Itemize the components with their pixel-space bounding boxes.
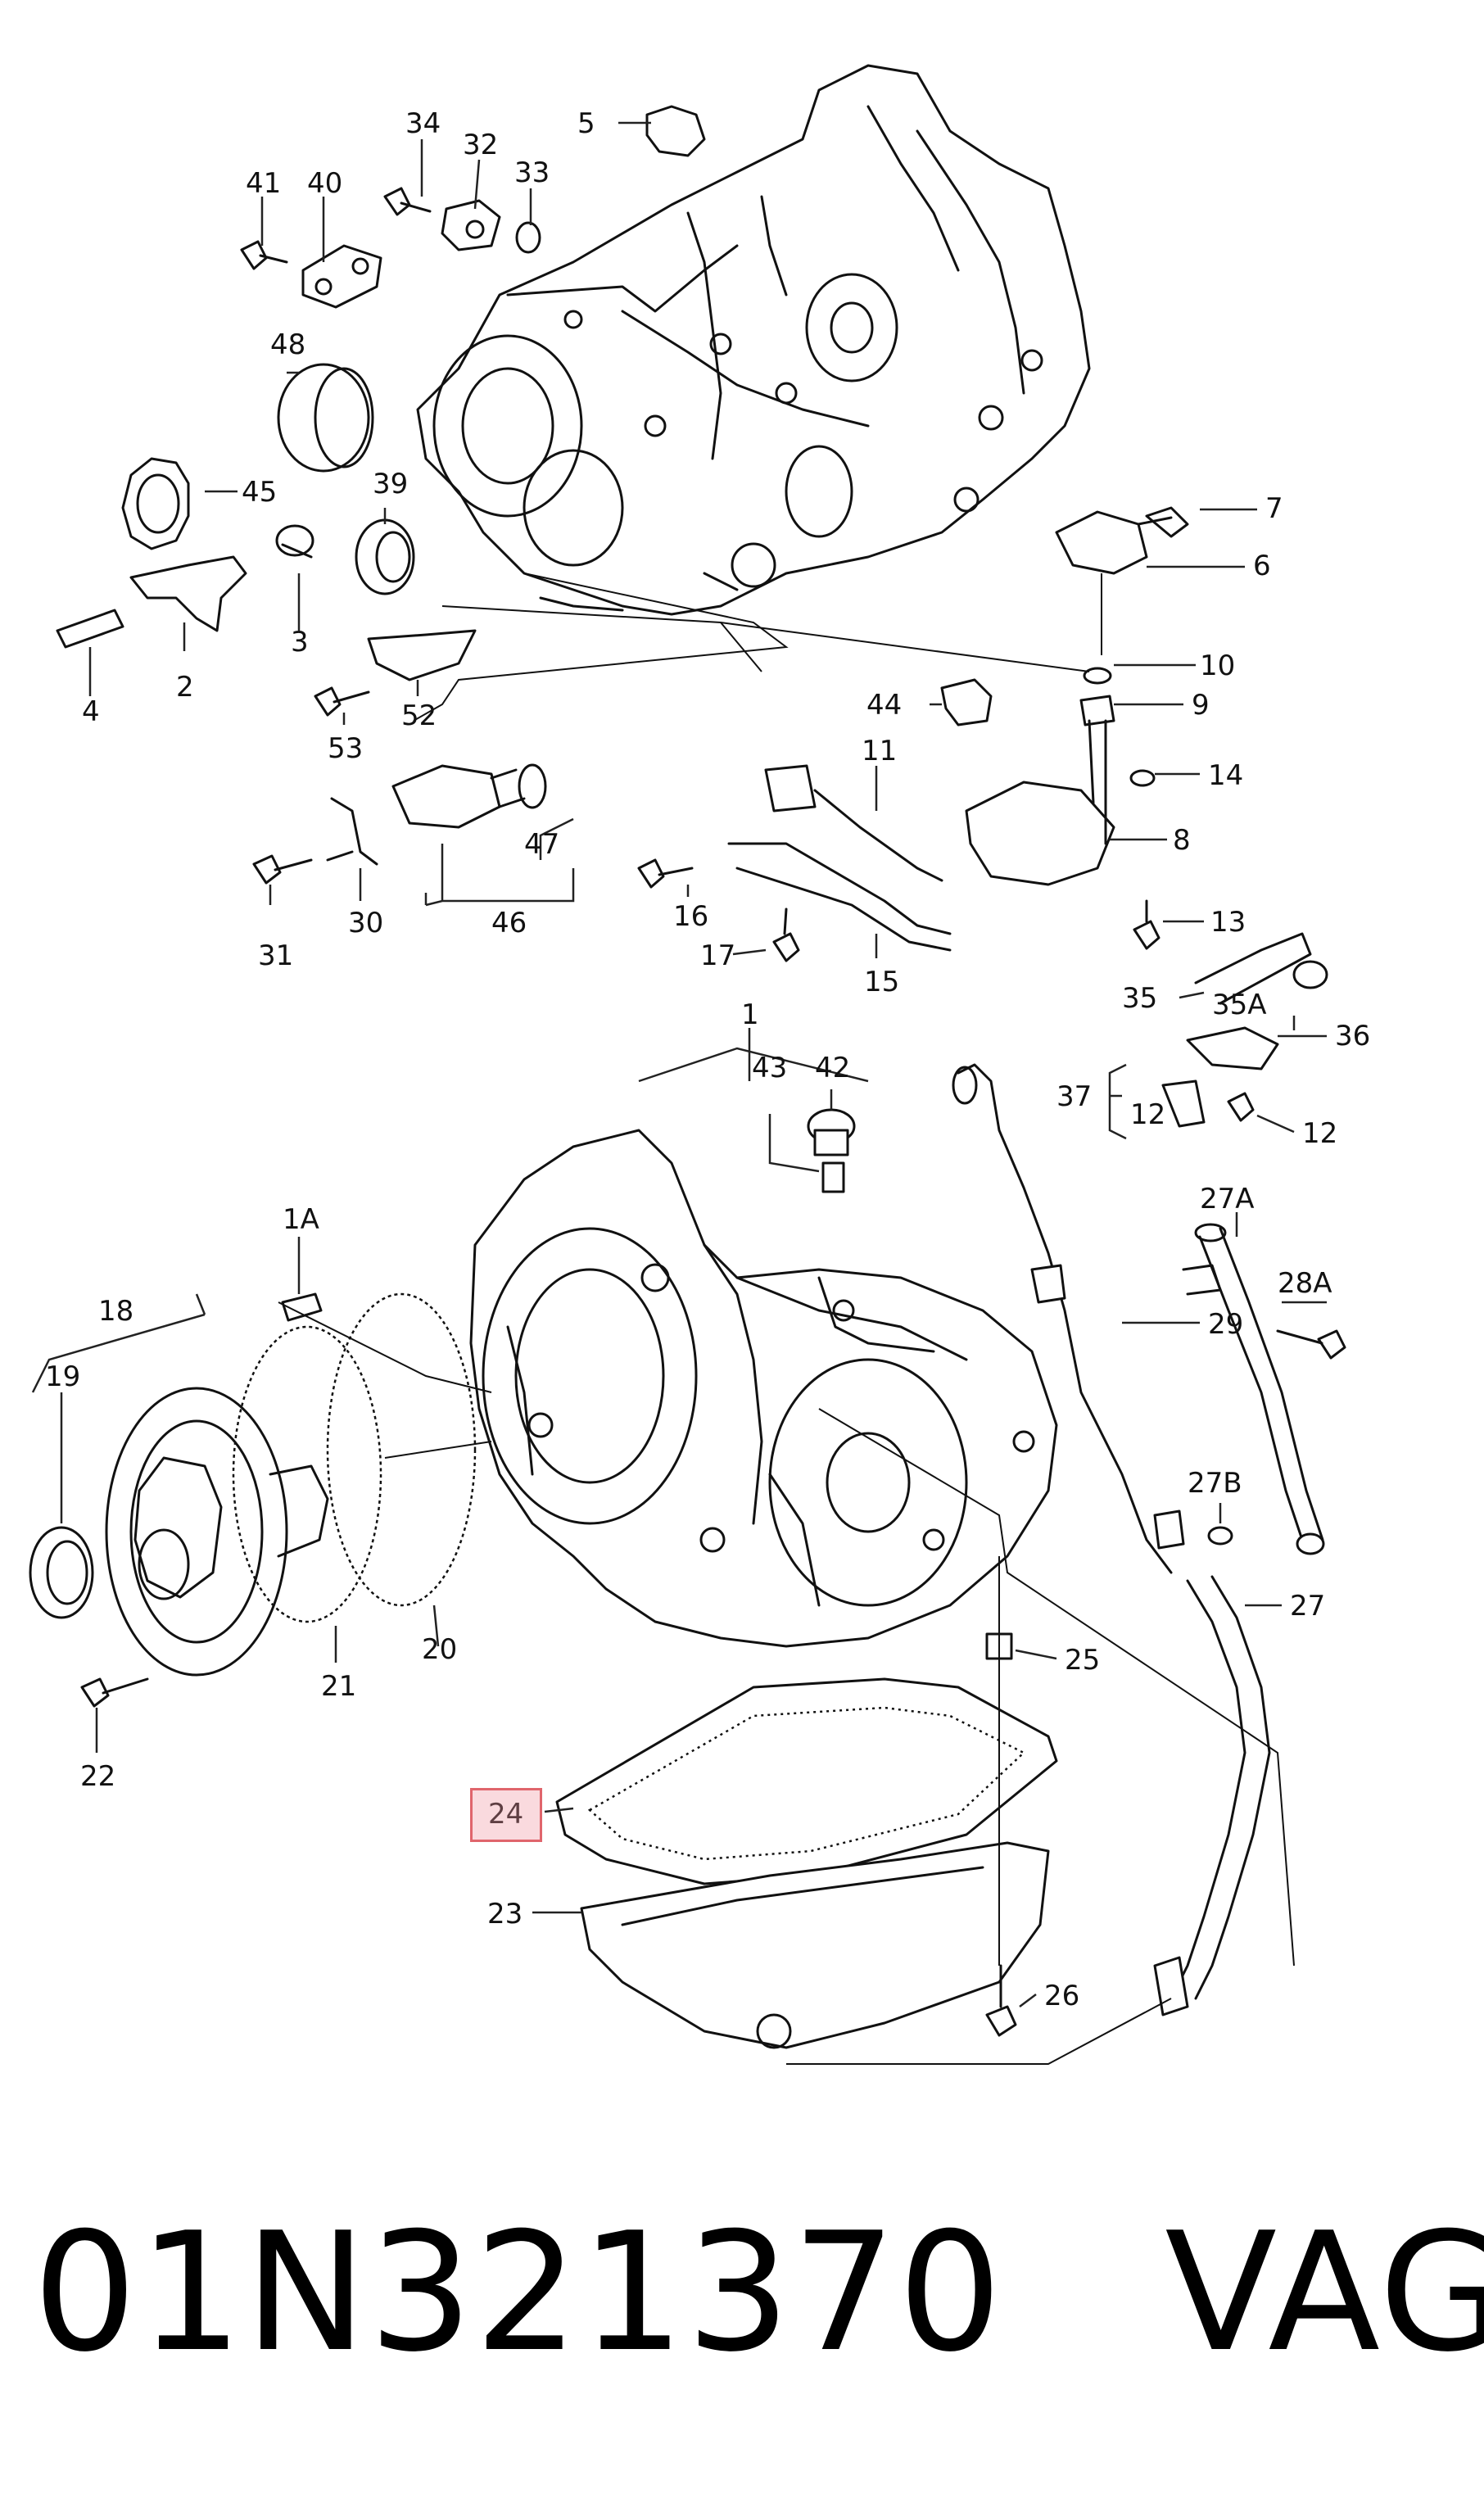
lower-transmission-housing bbox=[281, 1108, 1058, 1648]
label-6[interactable]: 6 bbox=[1253, 550, 1271, 582]
oil-pump-assembly bbox=[29, 1292, 477, 1708]
part-number-footer: 01N321370 VAG bbox=[33, 2211, 1484, 2375]
brand-name: VAG bbox=[1165, 2197, 1484, 2388]
label-27A[interactable]: 27A bbox=[1200, 1183, 1255, 1215]
assembly-guide-lines bbox=[278, 573, 1295, 2065]
upper-gearbox-housing bbox=[416, 64, 1091, 616]
label-2[interactable]: 2 bbox=[176, 671, 194, 704]
label-12b[interactable]: 12 bbox=[1302, 1117, 1337, 1150]
label-16[interactable]: 16 bbox=[673, 900, 708, 933]
label-26[interactable]: 26 bbox=[1044, 1980, 1079, 2012]
label-leaders bbox=[31, 121, 1327, 2007]
label-32[interactable]: 32 bbox=[463, 129, 498, 161]
label-53[interactable]: 53 bbox=[328, 732, 363, 765]
label-4[interactable]: 4 bbox=[82, 695, 100, 728]
part-number: 01N321370 bbox=[33, 2197, 1004, 2388]
label-5[interactable]: 5 bbox=[577, 107, 595, 140]
label-33[interactable]: 33 bbox=[514, 156, 550, 189]
highlighted-part-marker bbox=[470, 1788, 542, 1842]
label-35[interactable]: 35 bbox=[1122, 982, 1157, 1015]
label-29[interactable]: 29 bbox=[1208, 1308, 1243, 1341]
shift-mechanism-parts bbox=[637, 506, 1328, 1128]
label-19[interactable]: 19 bbox=[45, 1360, 80, 1393]
label-28A[interactable]: 28A bbox=[1278, 1267, 1332, 1300]
label-27[interactable]: 27 bbox=[1290, 1590, 1325, 1623]
label-41[interactable]: 41 bbox=[246, 167, 281, 200]
label-3[interactable]: 3 bbox=[291, 626, 309, 659]
part-labels: 5 34 32 33 41 40 48 45 39 3 2 4 52 53 7 … bbox=[45, 107, 1370, 2012]
label-37[interactable]: 37 bbox=[1056, 1080, 1092, 1113]
label-8[interactable]: 8 bbox=[1173, 824, 1191, 857]
label-12a[interactable]: 12 bbox=[1130, 1098, 1165, 1131]
label-22[interactable]: 22 bbox=[80, 1760, 115, 1793]
upper-small-parts bbox=[56, 105, 706, 885]
label-39[interactable]: 39 bbox=[373, 468, 408, 500]
label-1[interactable]: 1 bbox=[741, 998, 759, 1031]
label-34[interactable]: 34 bbox=[405, 107, 441, 140]
label-13[interactable]: 13 bbox=[1210, 906, 1246, 939]
label-10[interactable]: 10 bbox=[1200, 649, 1235, 682]
label-20[interactable]: 20 bbox=[422, 1633, 457, 1666]
label-7[interactable]: 7 bbox=[1265, 492, 1283, 525]
label-15[interactable]: 15 bbox=[864, 966, 899, 998]
footer-separator bbox=[1004, 2197, 1165, 2388]
label-45[interactable]: 45 bbox=[242, 476, 277, 509]
label-1A[interactable]: 1A bbox=[283, 1203, 319, 1236]
label-42[interactable]: 42 bbox=[815, 1052, 850, 1084]
label-31[interactable]: 31 bbox=[258, 939, 293, 972]
oil-pan-assembly bbox=[555, 1063, 1346, 2049]
label-35A[interactable]: 35A bbox=[1212, 989, 1267, 1021]
label-43[interactable]: 43 bbox=[752, 1052, 787, 1084]
label-23[interactable]: 23 bbox=[487, 1898, 523, 1930]
label-18[interactable]: 18 bbox=[98, 1295, 133, 1328]
label-52[interactable]: 52 bbox=[401, 699, 437, 732]
label-17[interactable]: 17 bbox=[700, 939, 735, 972]
label-27B[interactable]: 27B bbox=[1188, 1467, 1242, 1500]
label-21[interactable]: 21 bbox=[321, 1670, 356, 1703]
label-48[interactable]: 48 bbox=[270, 328, 305, 361]
label-40[interactable]: 40 bbox=[307, 167, 342, 200]
label-44[interactable]: 44 bbox=[866, 689, 902, 722]
label-14[interactable]: 14 bbox=[1208, 759, 1243, 792]
label-30[interactable]: 30 bbox=[348, 907, 383, 939]
label-9[interactable]: 9 bbox=[1192, 689, 1210, 722]
label-47[interactable]: 47 bbox=[524, 828, 559, 861]
label-11[interactable]: 11 bbox=[862, 735, 897, 767]
label-25[interactable]: 25 bbox=[1065, 1644, 1100, 1677]
label-36[interactable]: 36 bbox=[1335, 1020, 1370, 1052]
label-24[interactable]: 24 bbox=[488, 1798, 523, 1831]
label-46[interactable]: 46 bbox=[491, 907, 527, 939]
